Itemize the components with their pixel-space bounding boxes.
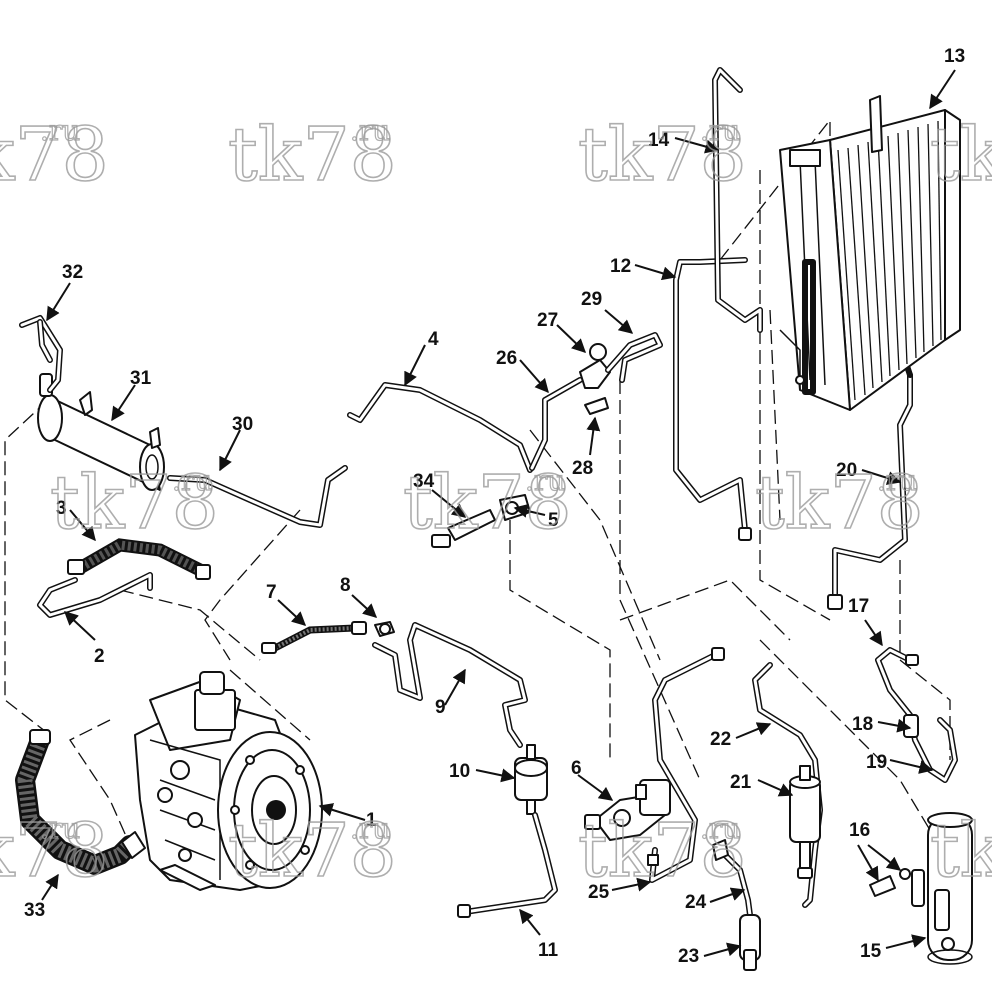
pressure-switch-23 xyxy=(739,914,761,971)
callout-14: 14 xyxy=(648,130,670,151)
drier-21 xyxy=(789,765,821,879)
callout-26: 26 xyxy=(496,348,517,369)
watermark-text: tk78 xyxy=(755,460,924,546)
pipe-11 xyxy=(457,812,558,918)
pipe-2 xyxy=(37,572,153,618)
watermark-suffix: .ru xyxy=(40,114,80,147)
filter-drier-10 xyxy=(514,744,548,815)
pipe-22 xyxy=(752,662,823,908)
callout-31: 31 xyxy=(130,368,152,389)
watermark-suffix: .ru xyxy=(700,812,740,845)
pipe-4 xyxy=(347,382,533,473)
receiver-15 xyxy=(911,812,973,965)
callout-29: 29 xyxy=(581,289,602,310)
condenser-coil xyxy=(779,95,961,411)
watermark-suffix: .ru xyxy=(40,812,80,845)
watermark-suffix: .ru xyxy=(172,464,212,497)
watermark-text: tk78 xyxy=(930,112,992,198)
callout-17: 17 xyxy=(848,596,869,617)
pipe-12 xyxy=(673,257,752,541)
callout-8: 8 xyxy=(340,575,351,596)
watermark-text: tk78 xyxy=(0,808,109,894)
compressor xyxy=(134,671,323,891)
callout-15: 15 xyxy=(860,941,882,962)
watermarks: tk78 .ru tk78 .ru tk78 .ru tk78 tk78 .ru… xyxy=(0,111,992,895)
watermark-suffix: .ru xyxy=(350,812,390,845)
watermark-text: tk78 xyxy=(930,808,992,894)
callout-28: 28 xyxy=(572,458,593,479)
callout-18: 18 xyxy=(852,714,873,735)
callout-21: 21 xyxy=(730,772,752,793)
callout-30: 30 xyxy=(232,414,253,435)
callout-24: 24 xyxy=(685,892,707,913)
mounting-bracket xyxy=(19,315,63,393)
callout-12: 12 xyxy=(610,256,631,277)
pipe-14 xyxy=(712,67,763,333)
fitting-16 xyxy=(869,868,911,897)
callout-labels: 1 2 3 4 5 6 7 8 9 10 11 12 13 14 15 16 1… xyxy=(24,46,965,967)
valve-6 xyxy=(584,779,671,841)
callout-34: 34 xyxy=(413,471,435,492)
callout-11: 11 xyxy=(538,940,559,961)
watermark-text: tk78 xyxy=(0,112,109,198)
coil-fins xyxy=(837,120,942,401)
callout-16: 16 xyxy=(849,820,870,841)
callout-2: 2 xyxy=(94,646,105,667)
watermark-suffix: .ru xyxy=(877,464,917,497)
callout-33: 33 xyxy=(24,900,45,921)
callout-10: 10 xyxy=(449,761,470,782)
callout-leaders xyxy=(41,69,956,957)
pipe-24 xyxy=(712,839,753,918)
pipe-9 xyxy=(372,622,528,748)
callout-4: 4 xyxy=(428,329,439,350)
callout-5: 5 xyxy=(548,510,559,531)
callout-6: 6 xyxy=(571,758,582,779)
pipe-17-18-19 xyxy=(875,647,958,783)
watermark-suffix: .ru xyxy=(525,464,565,497)
pipe-25 xyxy=(647,647,725,883)
receiver-tank xyxy=(37,373,165,491)
callout-25: 25 xyxy=(588,882,610,903)
callout-19: 19 xyxy=(866,752,887,773)
watermark-text: tk78 xyxy=(578,808,747,894)
valve-assembly-27 xyxy=(529,332,663,471)
callout-27: 27 xyxy=(537,310,558,331)
callout-22: 22 xyxy=(710,729,731,750)
hose-7 xyxy=(261,621,367,654)
callout-1: 1 xyxy=(366,810,377,831)
callout-20: 20 xyxy=(836,460,857,481)
watermark-suffix: .ru xyxy=(700,114,740,147)
watermark-text: tk78 xyxy=(228,112,397,198)
callout-7: 7 xyxy=(266,582,277,603)
callout-3: 3 xyxy=(56,498,67,519)
watermark-text: tk78 xyxy=(403,460,572,546)
watermark-text: tk78 xyxy=(578,112,747,198)
callout-13: 13 xyxy=(944,46,965,67)
watermark-text: tk78 xyxy=(228,808,397,894)
clamp-8 xyxy=(374,621,395,637)
callout-32: 32 xyxy=(62,262,83,283)
pipe-30 xyxy=(167,465,348,528)
watermark-text: tk78 xyxy=(50,460,219,546)
callout-9: 9 xyxy=(435,697,446,718)
callout-23: 23 xyxy=(678,946,699,967)
braided-hose-3 xyxy=(67,538,211,580)
braided-hose-33 xyxy=(15,729,146,875)
watermark-suffix: .ru xyxy=(350,114,390,147)
